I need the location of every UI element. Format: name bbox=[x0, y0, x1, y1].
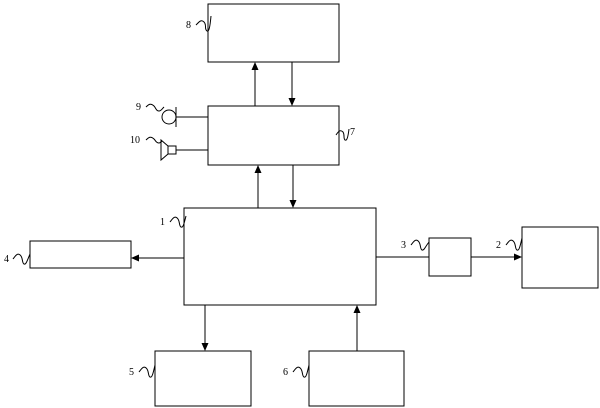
leader-6 bbox=[292, 364, 310, 378]
arrowhead-8-to-7 bbox=[288, 98, 296, 106]
leader-3 bbox=[410, 239, 430, 251]
label-4: 4 bbox=[4, 254, 9, 265]
leader-1 bbox=[169, 215, 187, 228]
label-1: 1 bbox=[160, 217, 165, 228]
leader-10 bbox=[145, 136, 163, 144]
arrowhead-1-to-4 bbox=[131, 254, 139, 262]
arrowhead-1-to-5 bbox=[201, 343, 209, 351]
label-3: 3 bbox=[401, 240, 406, 251]
arrowhead-6-to-1 bbox=[353, 305, 361, 313]
arrowhead-7-to-1 bbox=[289, 200, 297, 208]
microphone-icon bbox=[161, 107, 177, 127]
leader-4 bbox=[12, 253, 31, 265]
label-7: 7 bbox=[350, 127, 355, 138]
block-6 bbox=[308, 350, 405, 407]
arrowhead-1-to-7 bbox=[254, 165, 262, 173]
leader-5 bbox=[138, 364, 156, 378]
arrowhead-7-to-8 bbox=[251, 62, 259, 70]
label-9: 9 bbox=[136, 102, 141, 113]
arrowhead-3-to-2 bbox=[514, 253, 522, 261]
block-8 bbox=[207, 3, 340, 63]
label-5: 5 bbox=[129, 367, 134, 378]
label-10: 10 bbox=[130, 135, 140, 146]
block-5 bbox=[154, 350, 252, 407]
block-7 bbox=[207, 105, 340, 166]
leader-7 bbox=[335, 128, 350, 141]
speaker-icon bbox=[160, 138, 177, 162]
block-4 bbox=[29, 240, 132, 269]
block-2 bbox=[521, 226, 599, 289]
block-1 bbox=[183, 207, 377, 306]
leader-8 bbox=[195, 15, 212, 32]
label-2: 2 bbox=[496, 240, 501, 251]
block-3 bbox=[428, 237, 472, 277]
leader-9 bbox=[145, 103, 165, 112]
label-6: 6 bbox=[283, 367, 288, 378]
leader-2 bbox=[505, 237, 523, 251]
label-8: 8 bbox=[186, 20, 191, 31]
